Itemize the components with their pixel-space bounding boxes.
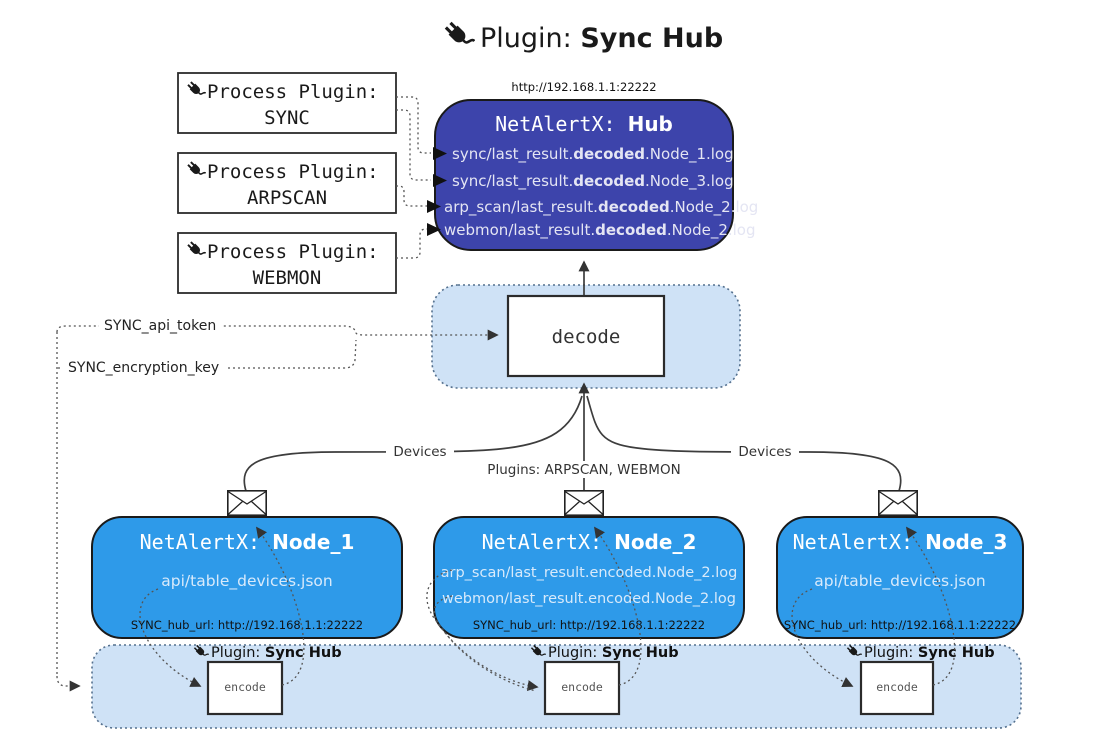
encryption-to-band-line: [56, 675, 81, 692]
node-1-hub-url: SYNC_hub_url: http://192.168.1.1:22222: [131, 618, 363, 632]
encode2-to-envelope-line: [594, 526, 642, 686]
encryption-key-label-bg: [63, 358, 227, 376]
node3-file-to-encode-line: [791, 588, 854, 688]
plugins-label-center: Plugins: ARPSCAN, WEBMON: [487, 462, 680, 478]
node-1: NetAlertX: Node_1 api/table_devices.json…: [91, 516, 403, 639]
api-token-label-bg: [99, 316, 223, 334]
api-token-line: [56, 325, 499, 341]
hub-log-row: webmon/last_result.decoded.Node_2.log: [444, 221, 756, 240]
envelope-icon: [878, 490, 918, 516]
node-3-title: NetAlertX: Node_3: [793, 530, 1008, 554]
hub-log-row: sync/last_result.decoded.Node_1.log: [452, 145, 734, 164]
row-arrow-icon: [427, 223, 441, 236]
api-token-label: SYNC_api_token: [104, 318, 216, 334]
process-plugin-webmon: Process Plugin: WEBMON: [177, 232, 397, 294]
encode-label: encode: [561, 680, 603, 694]
node2-file1-to-encode-line: [426, 569, 539, 692]
encode-box: [206, 660, 284, 716]
page-title-text: Plugin: Sync Hub: [480, 23, 723, 54]
page-title-prefix: Plugin:: [480, 23, 580, 54]
devices-label-left: Devices: [393, 444, 446, 460]
hub-title-bold: Hub: [628, 112, 673, 136]
process-plugin-arpscan: Process Plugin: ARPSCAN: [177, 152, 397, 214]
page-title: Plugin: Sync Hub: [442, 18, 723, 54]
node-2-box: [433, 516, 745, 639]
encode-box: [543, 660, 621, 716]
encode-label: encode: [876, 680, 918, 694]
decode-label: decode: [552, 326, 621, 348]
process-plugin-arpscan-box: [177, 152, 397, 214]
process-plugin-label: Process Plugin:: [207, 81, 379, 103]
node-3-file: api/table_devices.json: [814, 572, 985, 591]
webmon-to-hub-line: [396, 228, 431, 259]
node-2-hub-url: SYNC_hub_url: http://192.168.1.1:22222: [473, 618, 705, 632]
process-plugin-label: Process Plugin:: [207, 241, 379, 263]
node1-file-to-encode-line: [139, 588, 202, 687]
node-3-box: [776, 516, 1024, 639]
encode1-to-envelope-line: [256, 526, 305, 686]
process-plugin-sync-box: [177, 72, 397, 134]
process-plugin-label: Process Plugin:: [207, 161, 379, 183]
process-plugin-name: WEBMON: [253, 267, 322, 289]
hub-url-label: http://192.168.1.1:22222: [511, 80, 656, 94]
hub-title: NetAlertX: Hub: [495, 112, 673, 136]
process-plugin-sync: Process Plugin: SYNC: [177, 72, 397, 134]
decode-box: [506, 294, 666, 378]
node-1-title: NetAlertX: Node_1: [140, 530, 355, 554]
sync-to-hub-line-1: [396, 96, 431, 154]
arpscan-to-hub-line: [396, 185, 431, 207]
encryption-key-label: SYNC_encryption_key: [68, 360, 219, 376]
envelope-icon: [564, 490, 604, 516]
hub-log-row: sync/last_result.decoded.Node_3.log: [452, 172, 734, 191]
node-1-file: api/table_devices.json: [161, 572, 332, 591]
hub: NetAlertX: Hub sync/last_result.decoded.…: [427, 99, 758, 251]
node-2-file: arp_scan/last_result.encoded.Node_2.log: [441, 565, 738, 581]
encode3-to-envelope-line: [906, 526, 956, 686]
encode-box: [859, 660, 935, 716]
encoder-3: Plugin: Sync Hub encode: [845, 643, 995, 716]
encryption-key-line: [58, 339, 357, 369]
hub-log-row: arp_scan/last_result.decoded.Node_2.log: [444, 198, 758, 217]
row-arrow-icon: [433, 147, 447, 160]
envelope-icon: [227, 490, 267, 516]
row-arrow-icon: [427, 200, 441, 213]
devices-label-bg: [386, 443, 454, 460]
node-2-title: NetAlertX: Node_2: [482, 530, 697, 554]
node-2: NetAlertX: Node_2 arp_scan/last_result.e…: [433, 516, 745, 639]
node-3-hub-url: SYNC_hub_url: http://192.168.1.1:22222: [784, 618, 1016, 632]
row-arrow-icon: [433, 174, 447, 187]
encoder-3-label: Plugin: Sync Hub: [864, 645, 995, 661]
process-plugin-webmon-box: [177, 232, 397, 294]
sync-to-hub-line-2: [396, 109, 431, 181]
hub-title-prefix: NetAlertX:: [495, 112, 627, 136]
devices-label-bg: [731, 443, 799, 460]
process-plugin-name: ARPSCAN: [247, 187, 327, 209]
encode-label: encode: [224, 680, 266, 694]
page-title-bold: Sync Hub: [580, 23, 723, 54]
devices-label-right: Devices: [738, 444, 791, 460]
node3-to-decode-edge: [586, 395, 902, 492]
node-3: NetAlertX: Node_3 api/table_devices.json…: [776, 516, 1024, 639]
encoder-2-label: Plugin: Sync Hub: [548, 645, 679, 661]
plugins-label-bg: [492, 461, 676, 478]
node-1-box: [91, 516, 403, 639]
plug-icon: [442, 18, 475, 52]
node-2-file: webmon/last_result.encoded.Node_2.log: [442, 591, 736, 607]
encoder-1-label: Plugin: Sync Hub: [211, 645, 342, 661]
process-plugin-name: SYNC: [264, 107, 310, 129]
